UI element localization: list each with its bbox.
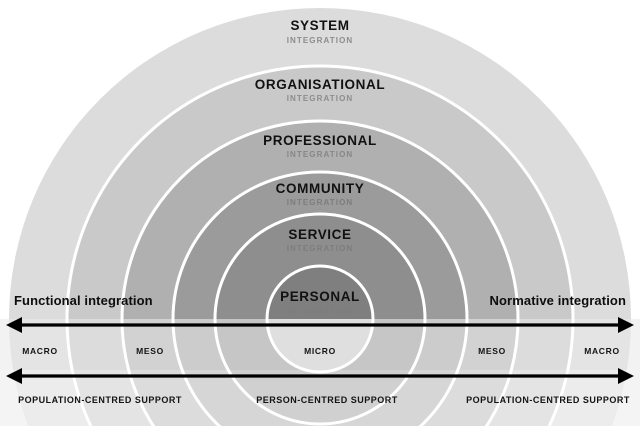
ring-subtitle-organisational: INTEGRATION <box>287 94 354 103</box>
ring-title-service: SERVICE <box>288 227 351 242</box>
scale-arrow-head-left <box>6 317 22 333</box>
support-labels: POPULATION-CENTRED SUPPORT PERSON-CENTRE… <box>18 395 630 405</box>
support-arrow <box>6 368 634 384</box>
scale-labels: MACRO MESO MICRO MESO MACRO <box>22 346 620 356</box>
scale-band <box>0 319 640 370</box>
ring-stack <box>9 8 631 319</box>
support-label-person: PERSON-CENTRED SUPPORT <box>256 395 398 405</box>
scale-arrow-head-right <box>618 317 634 333</box>
support-label-population-left: POPULATION-CENTRED SUPPORT <box>18 395 182 405</box>
ring-title-system: SYSTEM <box>290 18 349 33</box>
side-label-functional: Functional integration <box>14 293 153 308</box>
ring-title-organisational: ORGANISATIONAL <box>255 77 385 92</box>
scale-arrow <box>6 317 634 333</box>
side-label-normative: Normative integration <box>490 293 626 308</box>
ring-subtitle-system: INTEGRATION <box>287 36 354 45</box>
scale-label-macro-left: MACRO <box>22 346 58 356</box>
ring-subtitle-professional: INTEGRATION <box>287 150 354 159</box>
support-band <box>0 370 640 428</box>
ring-subtitle-personal: INTEGRATION <box>287 306 354 315</box>
scale-label-meso-right: MESO <box>478 346 506 356</box>
ring-subtitle-community: INTEGRATION <box>287 198 354 207</box>
support-arrow-head-left <box>6 368 22 384</box>
ring-labels: SYSTEM INTEGRATION ORGANISATIONAL INTEGR… <box>255 18 385 315</box>
ring-subtitle-service: INTEGRATION <box>287 244 354 253</box>
ring-title-community: COMMUNITY <box>276 181 365 196</box>
scale-label-macro-right: MACRO <box>584 346 620 356</box>
ring-title-personal: PERSONAL <box>280 289 360 304</box>
support-label-population-right: POPULATION-CENTRED SUPPORT <box>466 395 630 405</box>
scale-label-micro: MICRO <box>304 346 336 356</box>
support-arrow-head-right <box>618 368 634 384</box>
scale-label-meso-left: MESO <box>136 346 164 356</box>
ring-shape-personal <box>265 264 375 319</box>
ring-title-professional: PROFESSIONAL <box>263 133 377 148</box>
